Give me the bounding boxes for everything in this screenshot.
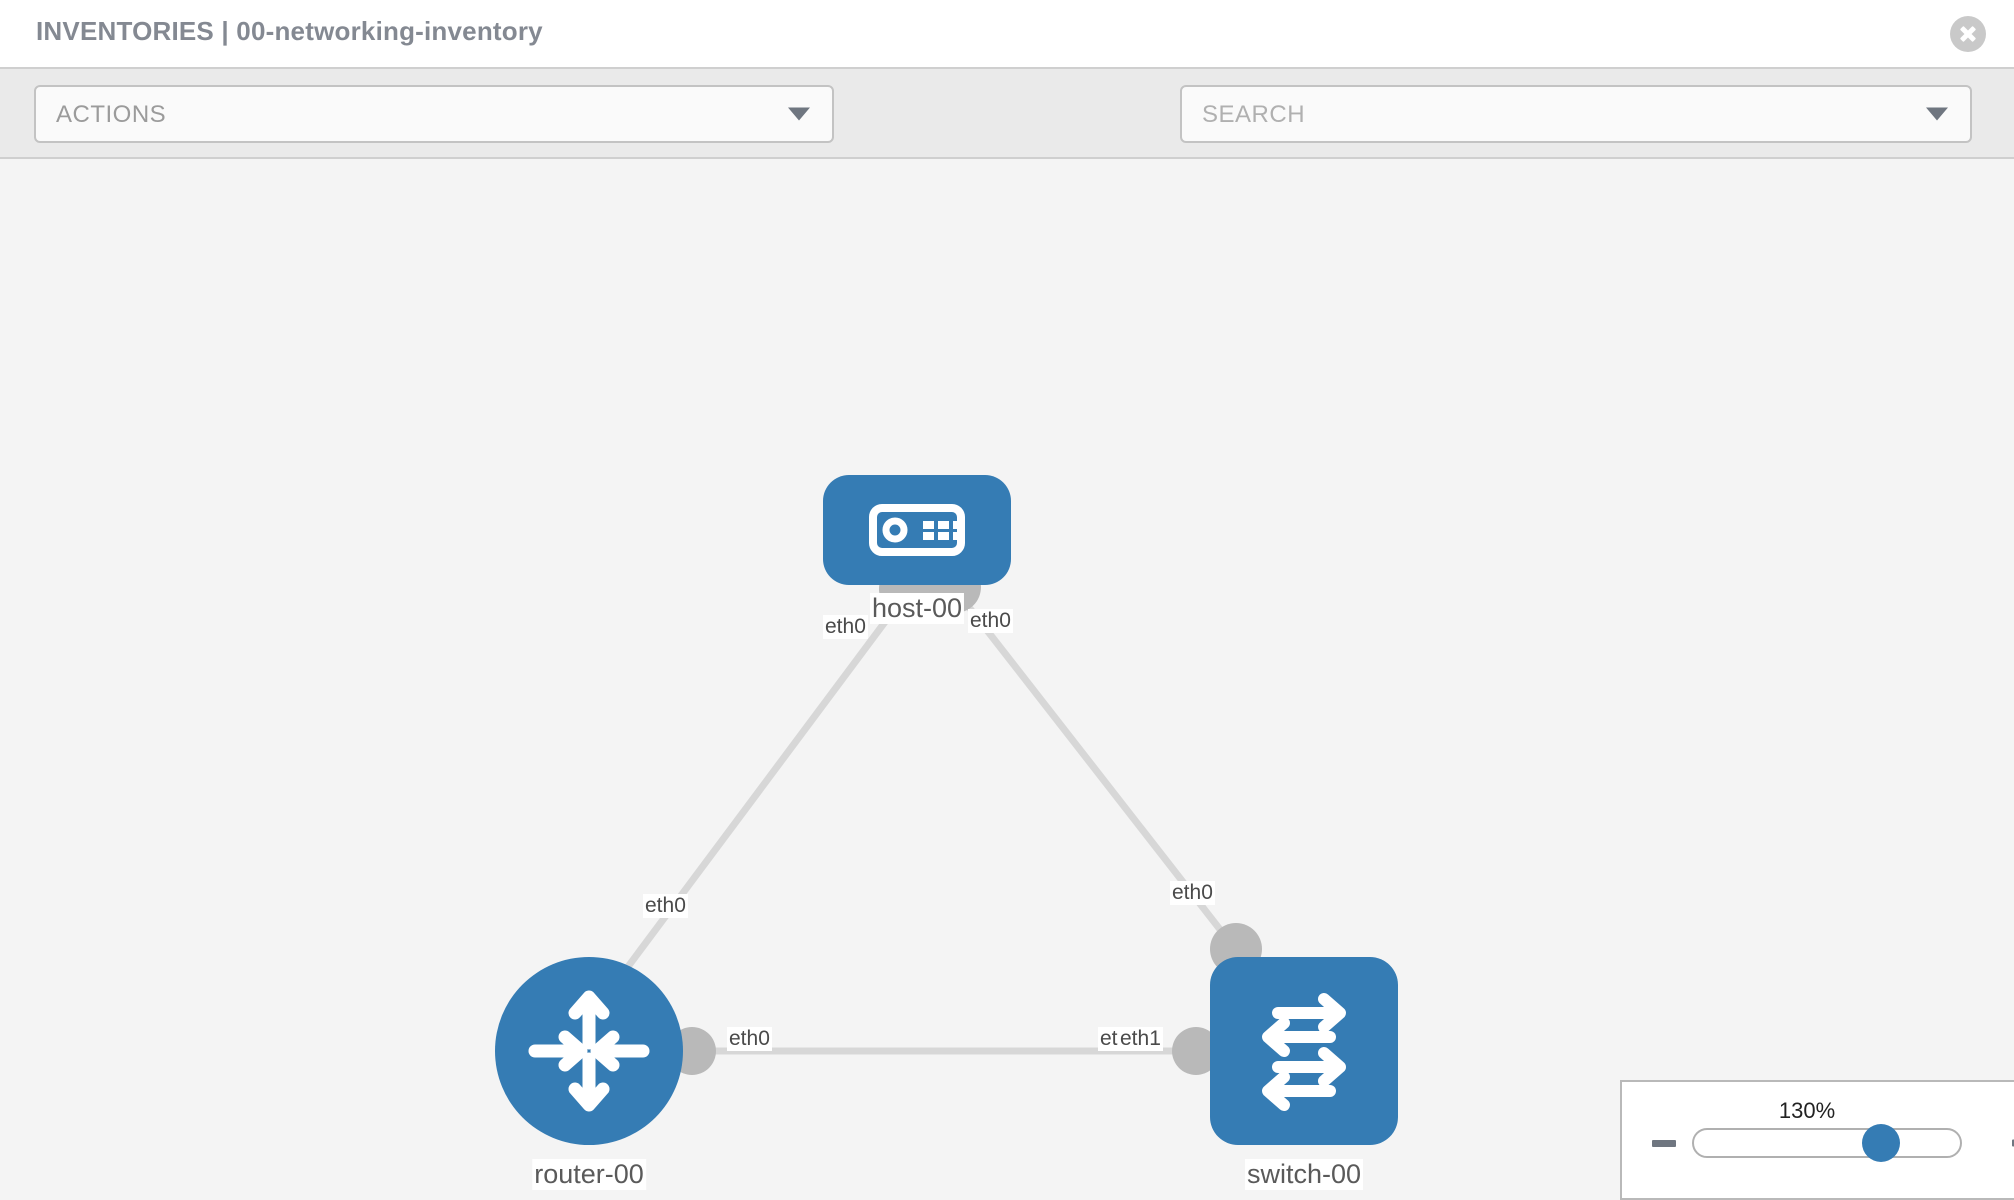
iface-label: eth0 <box>823 615 868 639</box>
iface-label: eth0 <box>643 894 688 918</box>
page-title: INVENTORIES | 00-networking-inventory <box>36 16 543 46</box>
connector-switch-left[interactable] <box>1172 1027 1220 1075</box>
iface-label: eth0 <box>968 609 1013 633</box>
topology-toolbar: ACTIONS SEARCH <box>0 69 2014 201</box>
actions-dropdown[interactable]: ACTIONS <box>34 85 834 143</box>
topology-connectors <box>668 561 1262 1075</box>
iface-label: eth0 <box>727 1027 772 1051</box>
node-label-router-00: router-00 <box>532 1159 646 1190</box>
topology-graph <box>495 475 1398 1145</box>
node-label-switch-00: switch-00 <box>1244 1159 1364 1190</box>
iface-label: eth0 <box>1170 881 1215 905</box>
zoom-slider-thumb[interactable] <box>1862 1124 1900 1162</box>
search-input[interactable]: SEARCH <box>1180 85 1972 143</box>
edge-host-router[interactable] <box>586 576 920 1022</box>
zoom-out-button[interactable] <box>1652 1140 1676 1147</box>
node-label-host-00: host-00 <box>869 593 965 624</box>
zoom-control-panel: 130% <box>1620 1080 2014 1200</box>
topology-canvas[interactable]: host-00 router-00 switch-00 eth0 eth0 et… <box>0 159 2014 1200</box>
chevron-down-icon[interactable] <box>1926 107 1948 121</box>
search-placeholder: SEARCH <box>1202 101 1306 128</box>
actions-dropdown-label: ACTIONS <box>56 101 167 128</box>
node-router-00[interactable] <box>495 957 683 1145</box>
node-switch-00[interactable] <box>1210 957 1398 1145</box>
zoom-slider[interactable] <box>1692 1124 1962 1162</box>
iface-label: eth1 <box>1118 1027 1163 1051</box>
chevron-down-icon <box>788 107 810 121</box>
page-header: INVENTORIES | 00-networking-inventory <box>0 0 2014 69</box>
topology-edges <box>586 576 1246 1055</box>
node-host-00[interactable] <box>823 475 1011 585</box>
close-icon[interactable] <box>1950 16 1986 52</box>
zoom-level-value: 130% <box>1778 1098 1836 1123</box>
